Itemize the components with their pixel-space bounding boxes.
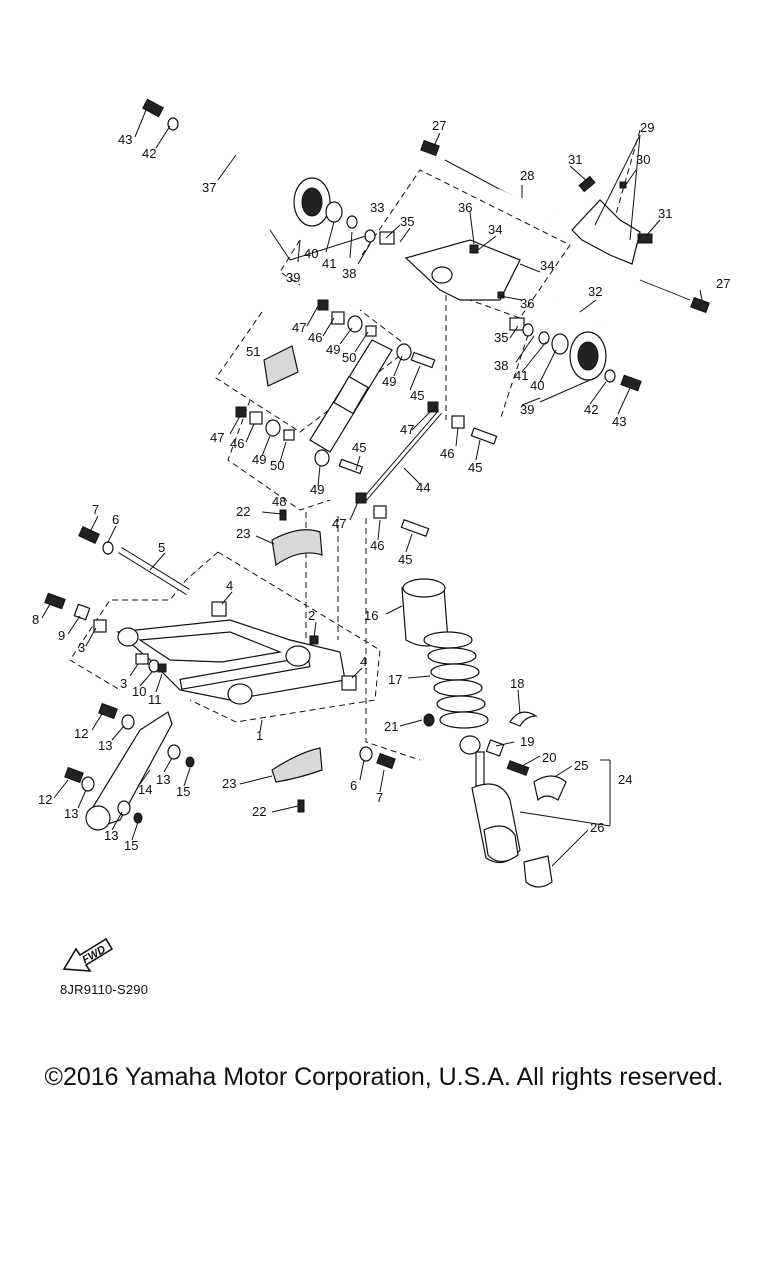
label-6a: 6 bbox=[112, 512, 119, 527]
label-4a: 4 bbox=[226, 578, 233, 593]
label-30: 30 bbox=[636, 152, 650, 167]
label-34a: 34 bbox=[488, 222, 502, 237]
label-37: 37 bbox=[202, 180, 216, 195]
label-25: 25 bbox=[574, 758, 588, 773]
label-28: 28 bbox=[520, 168, 534, 183]
forward-direction-icon: FWD bbox=[62, 935, 114, 975]
label-46b: 46 bbox=[230, 436, 244, 451]
label-35a: 35 bbox=[400, 214, 414, 229]
label-42a: 42 bbox=[142, 146, 156, 161]
label-33: 33 bbox=[370, 200, 384, 215]
label-39a: 39 bbox=[286, 270, 300, 285]
label-38a: 38 bbox=[342, 266, 356, 281]
label-45b: 45 bbox=[352, 440, 366, 455]
label-6b: 6 bbox=[350, 778, 357, 793]
label-31b: 31 bbox=[658, 206, 672, 221]
label-45c: 45 bbox=[468, 460, 482, 475]
label-49d: 49 bbox=[310, 482, 324, 497]
label-45d: 45 bbox=[398, 552, 412, 567]
label-40b: 40 bbox=[530, 378, 544, 393]
label-5: 5 bbox=[158, 540, 165, 555]
label-38b: 38 bbox=[494, 358, 508, 373]
label-44: 44 bbox=[416, 480, 430, 495]
label-43a: 43 bbox=[118, 132, 132, 147]
part-labels: 1 2 3 3 4 4 5 6 6 7 7 8 9 10 11 12 12 13… bbox=[32, 118, 730, 853]
label-22a: 22 bbox=[236, 504, 250, 519]
label-3b: 3 bbox=[120, 676, 127, 691]
label-13a: 13 bbox=[98, 738, 112, 753]
label-41b: 41 bbox=[514, 368, 528, 383]
label-3a: 3 bbox=[78, 640, 85, 655]
label-42b: 42 bbox=[584, 402, 598, 417]
coil-spring bbox=[423, 631, 489, 729]
washer-42-top bbox=[167, 117, 179, 131]
label-27a: 27 bbox=[432, 118, 446, 133]
label-31a: 31 bbox=[568, 152, 582, 167]
label-1: 1 bbox=[256, 728, 263, 743]
label-10: 10 bbox=[132, 684, 146, 699]
label-35b: 35 bbox=[494, 330, 508, 345]
label-29: 29 bbox=[640, 120, 654, 135]
label-13c: 13 bbox=[64, 806, 78, 821]
label-14: 14 bbox=[138, 782, 152, 797]
label-13b: 13 bbox=[156, 772, 170, 787]
label-17: 17 bbox=[388, 672, 402, 687]
label-32: 32 bbox=[588, 284, 602, 299]
label-39b: 39 bbox=[520, 402, 534, 417]
label-27b: 27 bbox=[716, 276, 730, 291]
label-40a: 40 bbox=[304, 246, 318, 261]
label-49a: 49 bbox=[326, 342, 340, 357]
label-47a: 47 bbox=[292, 320, 306, 335]
exploded-parts-diagram: 1 2 3 3 4 4 5 6 6 7 7 8 9 10 11 12 12 13… bbox=[32, 98, 730, 888]
label-41a: 41 bbox=[322, 256, 336, 271]
label-4b: 4 bbox=[360, 654, 367, 669]
fwd-label: FWD bbox=[80, 943, 108, 966]
label-24: 24 bbox=[618, 772, 632, 787]
label-49b: 49 bbox=[382, 374, 396, 389]
label-12a: 12 bbox=[74, 726, 88, 741]
label-9: 9 bbox=[58, 628, 65, 643]
label-21: 21 bbox=[384, 719, 398, 734]
label-23b: 23 bbox=[222, 776, 236, 791]
parts bbox=[44, 98, 710, 888]
label-50a: 50 bbox=[342, 350, 356, 365]
label-46c: 46 bbox=[440, 446, 454, 461]
label-13d: 13 bbox=[104, 828, 118, 843]
label-18: 18 bbox=[510, 676, 524, 691]
label-20: 20 bbox=[542, 750, 556, 765]
label-22b: 22 bbox=[252, 804, 266, 819]
label-36a: 36 bbox=[458, 200, 472, 215]
label-49c: 49 bbox=[252, 452, 266, 467]
label-8: 8 bbox=[32, 612, 39, 627]
label-7b: 7 bbox=[376, 790, 383, 805]
label-2: 2 bbox=[308, 608, 315, 623]
label-12b: 12 bbox=[38, 792, 52, 807]
label-50b: 50 bbox=[270, 458, 284, 473]
label-51: 51 bbox=[246, 344, 260, 359]
label-45a: 45 bbox=[410, 388, 424, 403]
leader-lines bbox=[41, 109, 703, 867]
copyright-notice: ©2016 Yamaha Motor Corporation, U.S.A. A… bbox=[44, 1063, 724, 1091]
label-47d: 47 bbox=[332, 516, 346, 531]
label-46d: 46 bbox=[370, 538, 384, 553]
label-48: 48 bbox=[272, 494, 286, 509]
label-43b: 43 bbox=[612, 414, 626, 429]
label-23a: 23 bbox=[236, 526, 250, 541]
label-47b: 47 bbox=[210, 430, 224, 445]
label-34b: 34 bbox=[540, 258, 554, 273]
label-7a: 7 bbox=[92, 502, 99, 517]
label-26: 26 bbox=[590, 820, 604, 835]
bolt-43-top bbox=[142, 98, 164, 118]
label-46a: 46 bbox=[308, 330, 322, 345]
label-36b: 36 bbox=[520, 296, 534, 311]
label-11: 11 bbox=[148, 692, 162, 707]
label-15b: 15 bbox=[124, 838, 138, 853]
label-19: 19 bbox=[520, 734, 534, 749]
label-15a: 15 bbox=[176, 784, 190, 799]
diagram-code: 8JR9110-S290 bbox=[60, 982, 149, 997]
label-16: 16 bbox=[364, 608, 378, 623]
label-47c: 47 bbox=[400, 422, 414, 437]
